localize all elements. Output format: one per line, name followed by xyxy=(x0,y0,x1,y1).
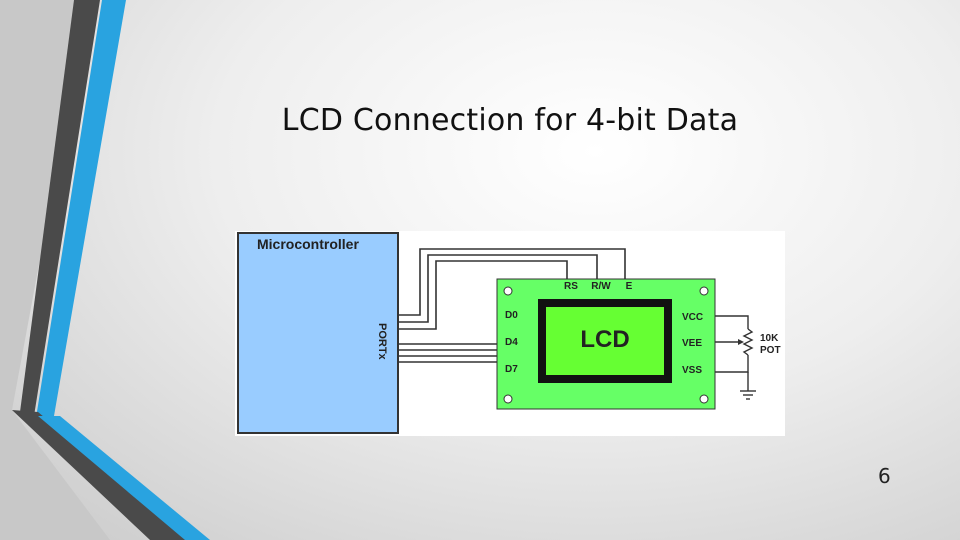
pin-label-d4: D4 xyxy=(505,337,518,348)
mounting-holes xyxy=(503,286,709,404)
control-wires xyxy=(398,248,626,330)
frame-blue-diagonal xyxy=(38,416,210,540)
microcontroller-block xyxy=(237,232,399,434)
frame-base-shape xyxy=(0,0,110,540)
wire-pot-vss xyxy=(715,355,749,373)
page-number: 6 xyxy=(878,464,891,488)
microcontroller-label: Microcontroller xyxy=(257,236,359,252)
pin-label-rw: R/W xyxy=(591,281,611,292)
mounting-hole-bottom-right xyxy=(699,394,709,404)
mounting-hole-top-right xyxy=(699,286,709,296)
pot-label-value: 10K xyxy=(760,333,779,344)
frame-blue-stripe xyxy=(36,0,126,418)
lcd-connection-diagram: Microcontroller PORTx LCD RS R/W E xyxy=(235,231,785,436)
wire-vcc-pot xyxy=(715,315,749,329)
pot-label-type: POT xyxy=(760,345,781,356)
pin-label-d0: D0 xyxy=(505,310,518,321)
wire-e xyxy=(398,248,626,316)
wire-rs xyxy=(398,260,568,330)
wire-rw xyxy=(398,254,598,323)
lcd-screen xyxy=(546,307,664,375)
pin-label-vss: VSS xyxy=(682,365,702,376)
wiper-arrow-icon xyxy=(738,339,744,345)
pin-label-rs: RS xyxy=(564,281,578,292)
potentiometer-circuit xyxy=(715,315,756,400)
frame-gray-diagonal xyxy=(12,410,190,540)
pin-label-e: E xyxy=(626,281,633,292)
lcd-label: LCD xyxy=(580,326,629,353)
slide-title: LCD Connection for 4-bit Data xyxy=(281,103,739,138)
pin-label-vee: VEE xyxy=(682,338,702,349)
mounting-hole-bottom-left xyxy=(503,394,513,404)
pin-label-vcc: VCC xyxy=(682,312,703,323)
pin-label-d7: D7 xyxy=(505,364,518,375)
frame-gray-stripe xyxy=(20,0,100,416)
port-label: PORTx xyxy=(376,323,388,361)
potentiometer-resistor xyxy=(742,328,754,356)
mounting-hole-top-left xyxy=(503,286,513,296)
lcd-circuit-svg: Microcontroller PORTx LCD RS R/W E xyxy=(237,232,781,434)
